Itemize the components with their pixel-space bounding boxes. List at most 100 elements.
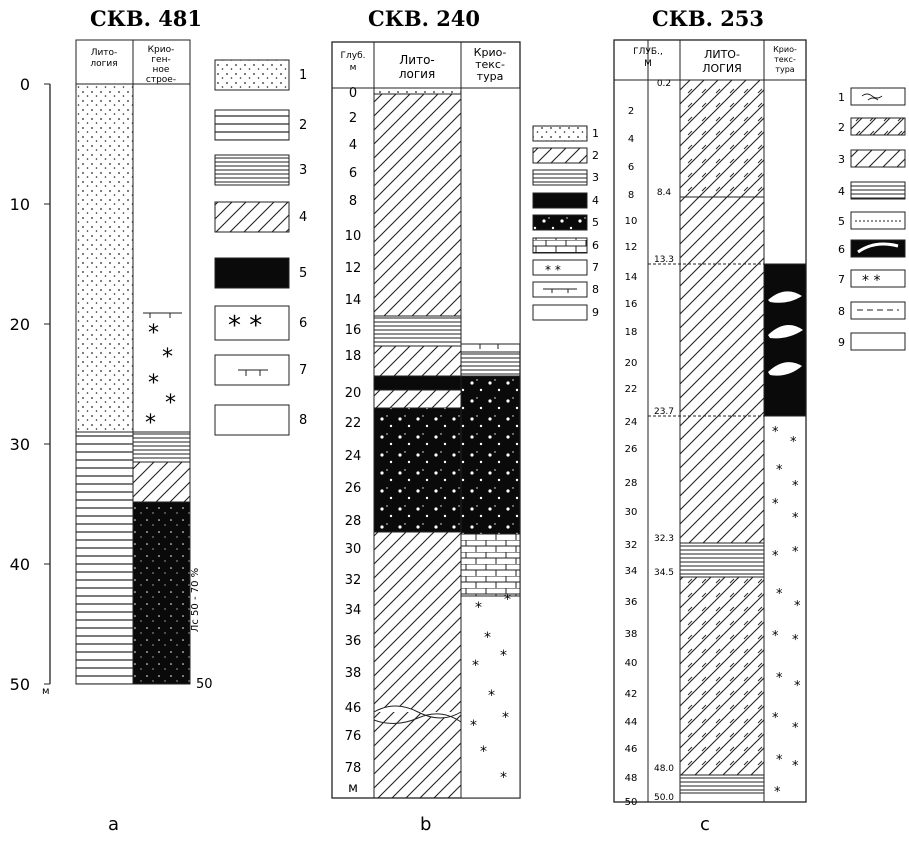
svg-text:9: 9 (838, 336, 845, 349)
legend-c: * * 1 2 3 4 5 6 7 8 9 (838, 88, 905, 350)
svg-text:* *: * * (545, 263, 561, 277)
svg-text:46: 46 (625, 744, 638, 755)
svg-text:32.3: 32.3 (654, 534, 674, 544)
svg-text:*: * (792, 759, 799, 774)
svg-text:*: * (776, 671, 783, 686)
svg-text:6: 6 (838, 243, 845, 256)
svg-text:7: 7 (592, 261, 599, 274)
svg-text:*: * (772, 711, 779, 726)
svg-text:*: * (480, 744, 487, 760)
svg-text:30: 30 (345, 542, 362, 557)
svg-text:*: * (776, 753, 783, 768)
svg-text:18: 18 (345, 349, 362, 364)
leg-a-6: 6 (299, 316, 307, 331)
svg-text:6: 6 (628, 162, 634, 173)
svg-text:* *: * * (862, 273, 880, 289)
svg-text:*: * (772, 425, 779, 440)
svg-text:42: 42 (625, 689, 638, 700)
svg-text:76: 76 (345, 729, 362, 744)
svg-text:*: * (165, 391, 176, 416)
svg-text:ное: ное (153, 65, 170, 75)
svg-text:5: 5 (592, 216, 599, 229)
svg-text:16: 16 (625, 299, 638, 310)
svg-text:3: 3 (838, 153, 845, 166)
svg-text:22: 22 (345, 416, 362, 431)
svg-text:30: 30 (625, 507, 638, 518)
column-b: Глуб. м Лито- логия Крио- текс- тура ** … (332, 42, 520, 798)
svg-text:16: 16 (345, 323, 362, 338)
hdr-c-cryo: Крио- (773, 45, 797, 54)
leg-a-8: 8 (299, 413, 307, 428)
svg-text:м: м (350, 63, 357, 73)
svg-text:6: 6 (349, 166, 357, 181)
svg-text:28: 28 (345, 514, 362, 529)
svg-text:34: 34 (345, 603, 362, 618)
svg-text:4: 4 (349, 138, 357, 153)
leg-a-3: 3 (299, 163, 307, 178)
svg-text:*: * (772, 629, 779, 644)
svg-text:*: * (145, 411, 156, 436)
svg-text:*: * (475, 600, 482, 616)
svg-text:*: * (790, 435, 797, 450)
hdr-b-depth: Глуб. (341, 51, 366, 61)
leg-a-2: 2 (299, 118, 307, 133)
svg-text:8: 8 (592, 283, 599, 296)
panel-label-b: b (420, 814, 431, 835)
svg-text:*: * (776, 463, 783, 478)
svg-text:14: 14 (345, 293, 362, 308)
svg-text:36: 36 (625, 597, 638, 608)
tick-a-30: 30 (10, 435, 30, 454)
layer-a-ice (133, 502, 190, 684)
svg-text:4: 4 (628, 134, 634, 145)
svg-text:*: * (504, 592, 511, 608)
leg-a-7: 7 (299, 363, 307, 378)
svg-text:*: * (502, 710, 509, 726)
legend-b: * * 1 2 3 4 5 6 7 8 9 (533, 126, 599, 320)
svg-text:48.0: 48.0 (654, 764, 674, 774)
panel-label-a: a (108, 814, 119, 835)
hdr-a-lith: Лито- (91, 48, 118, 58)
panel-label-c: c (700, 814, 710, 835)
svg-text:4: 4 (838, 185, 845, 198)
svg-text:22: 22 (625, 384, 638, 395)
svg-text:*: * (792, 479, 799, 494)
svg-text:12: 12 (345, 261, 362, 276)
svg-text:2: 2 (349, 111, 357, 126)
svg-text:4: 4 (592, 194, 599, 207)
svg-text:*: * (794, 679, 801, 694)
svg-text:13.3: 13.3 (654, 255, 674, 265)
unit-a: м (42, 686, 50, 697)
svg-text:1: 1 (838, 91, 845, 104)
svg-text:*: * (470, 718, 477, 734)
svg-text:тура: тура (477, 70, 504, 83)
svg-text:*: * (772, 549, 779, 564)
svg-text:0: 0 (349, 86, 357, 101)
svg-text:логия: логия (90, 59, 117, 69)
svg-text:32: 32 (345, 573, 362, 588)
ice-label-a: Лс 50 - 70 % (190, 568, 201, 632)
svg-text:*: * (162, 345, 173, 370)
svg-text:8: 8 (349, 194, 357, 209)
svg-text:логия: логия (399, 67, 435, 81)
svg-text:*: * (148, 321, 159, 346)
svg-text:8: 8 (628, 190, 634, 201)
svg-text:50: 50 (625, 797, 638, 808)
svg-text:2: 2 (838, 121, 845, 134)
svg-text:26: 26 (625, 444, 638, 455)
svg-text:38: 38 (625, 629, 638, 640)
svg-text:ген-: ген- (151, 55, 170, 65)
svg-text:8: 8 (838, 305, 845, 318)
svg-text:24: 24 (625, 417, 638, 428)
legend-a: * * 1 2 3 4 5 6 7 8 (215, 60, 307, 435)
svg-text:12: 12 (625, 242, 638, 253)
tick-a-0: 0 (20, 75, 30, 94)
svg-text:32: 32 (625, 540, 638, 551)
title-a: СКВ. 481 (90, 6, 202, 31)
svg-text:*: * (500, 648, 507, 664)
svg-text:*: * (500, 770, 507, 786)
leg-a-1: 1 (299, 68, 307, 83)
svg-text:20: 20 (345, 386, 362, 401)
svg-text:78: 78 (345, 761, 362, 776)
svg-text:*: * (792, 511, 799, 526)
